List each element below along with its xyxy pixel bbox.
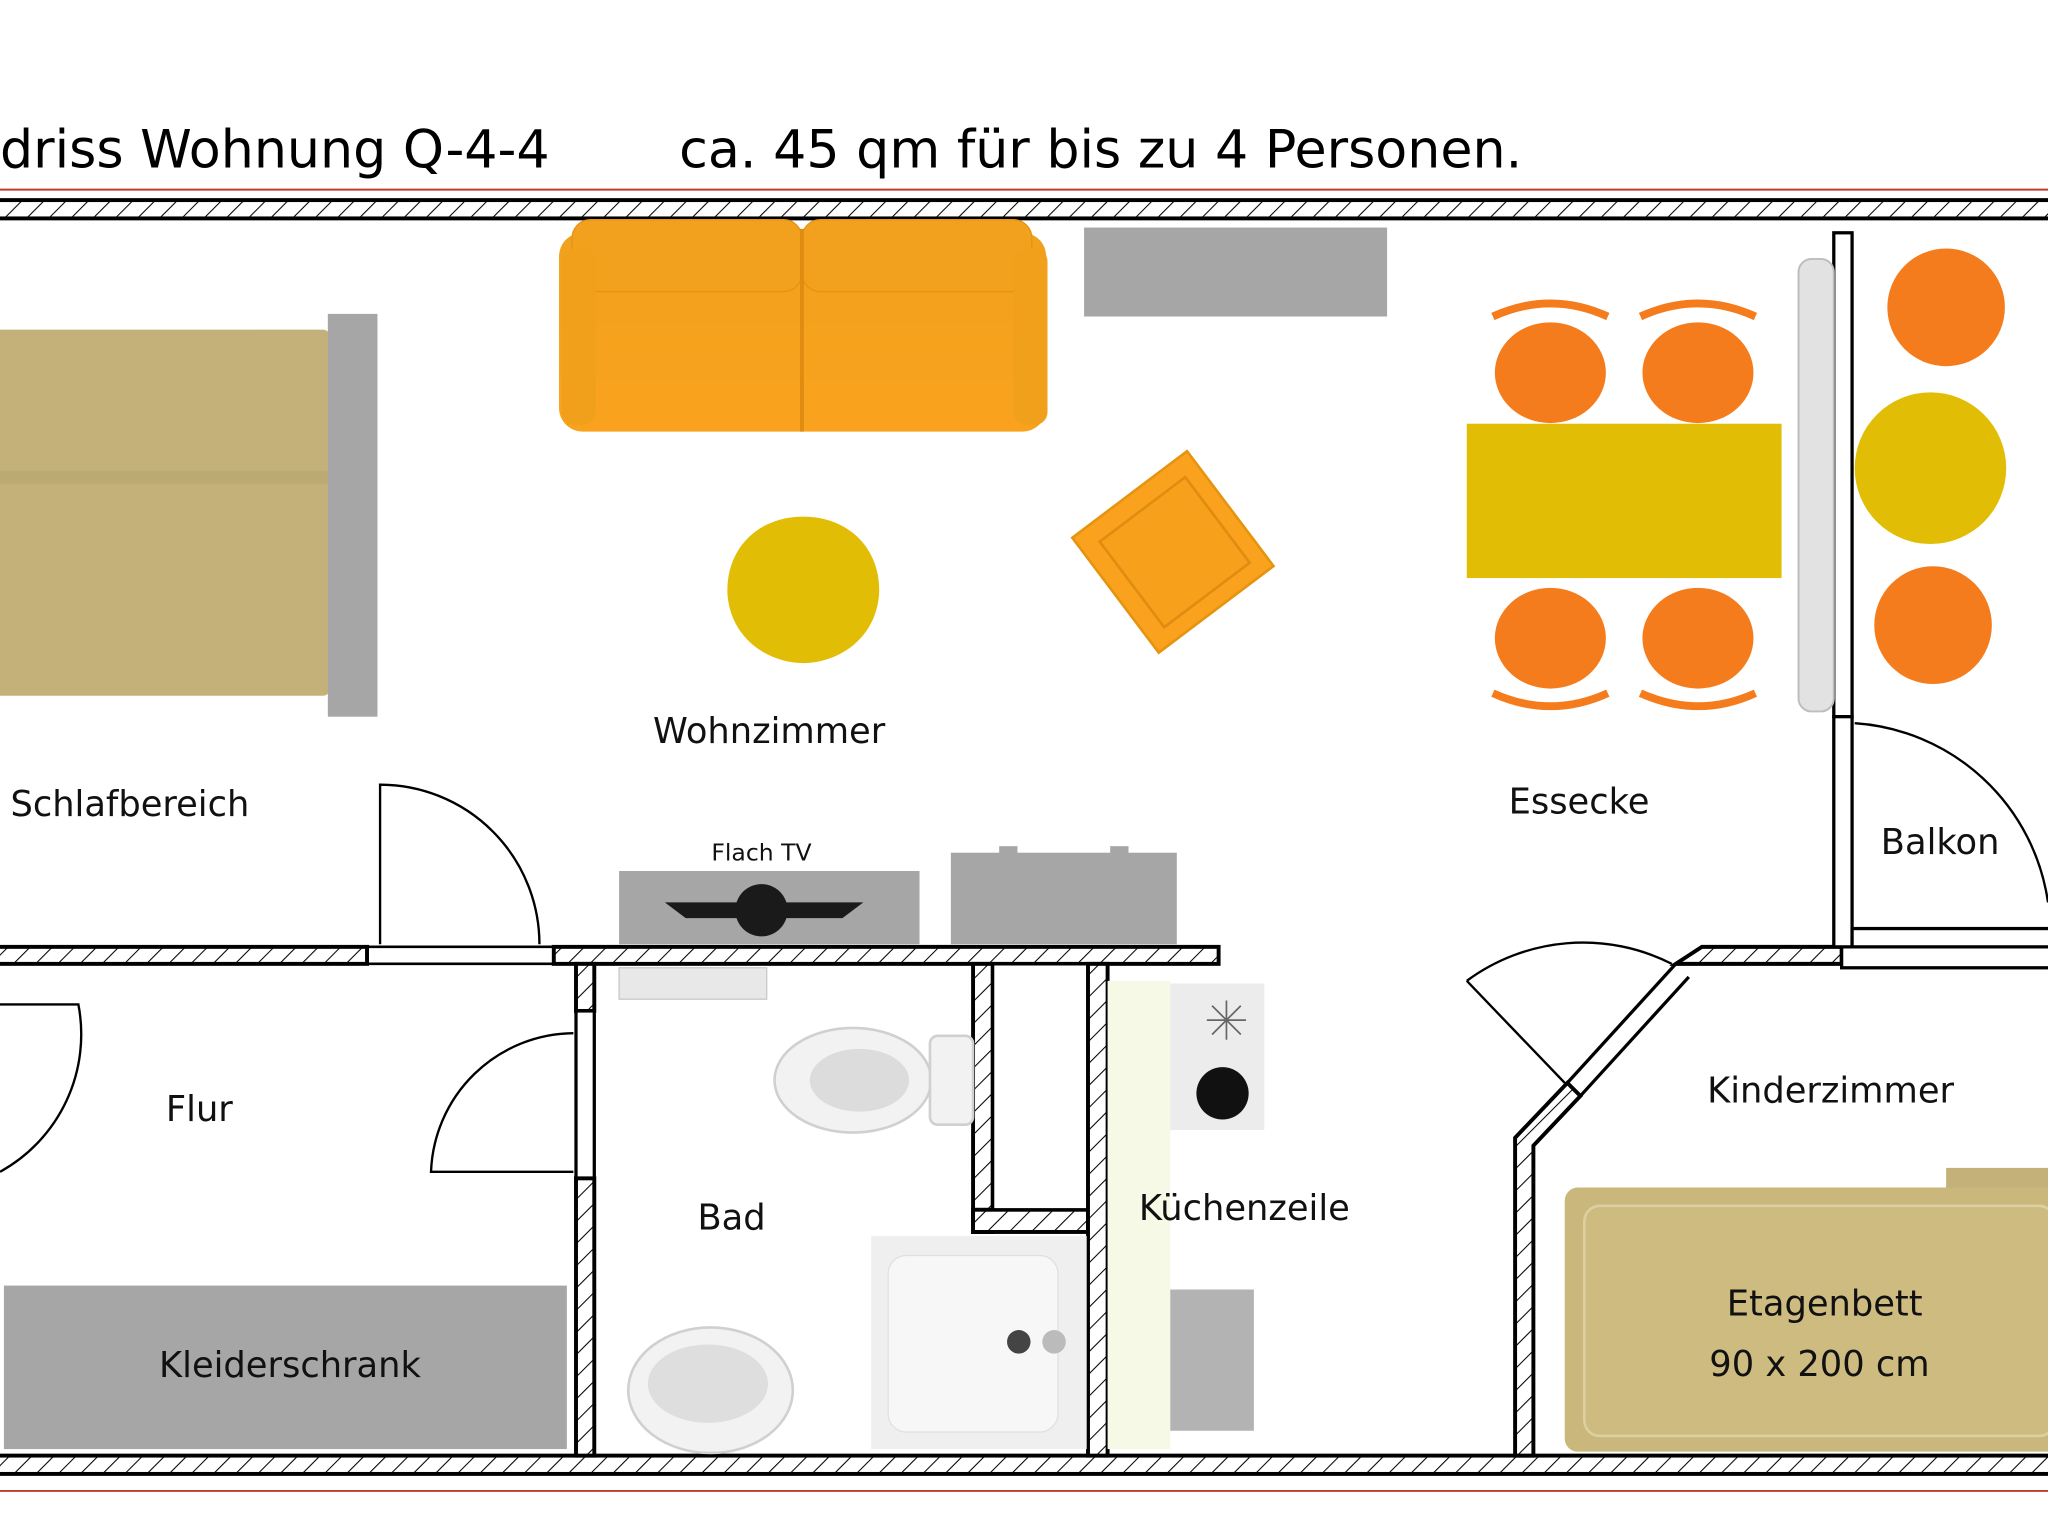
coffee-table	[727, 516, 880, 664]
wall-kinderzimmer-top-right	[1839, 945, 2048, 970]
bunkbed-size: 90 x 200 cm	[1709, 1344, 1929, 1385]
plan-subtitle: ca. 45 qm für bis zu 4 Personen.	[679, 119, 1522, 180]
sink	[626, 1326, 795, 1455]
room-label-flur: Flur	[166, 1089, 233, 1130]
double-bed	[0, 329, 331, 696]
door-bad[interactable]	[429, 1032, 574, 1173]
bunk-bed	[1564, 1187, 2048, 1452]
balkon-chair	[1874, 566, 1992, 684]
door-kinderzimmer[interactable]	[1465, 941, 1673, 1084]
tv-icon	[664, 884, 864, 937]
dining-chairs	[1491, 299, 1758, 711]
sideboard-2	[950, 852, 1177, 945]
wall-bottom	[0, 1453, 2048, 1476]
wall-top	[0, 198, 2048, 221]
balkon-door-threshold	[1850, 926, 2048, 949]
wall-flur-bad-top	[574, 961, 597, 1013]
sofa	[559, 219, 1048, 432]
door-entrance[interactable]	[0, 1003, 83, 1173]
chair	[1494, 322, 1606, 424]
kitchen-counter	[1107, 980, 1265, 1450]
wall-balkon-window	[1832, 231, 1854, 719]
room-label-schlafbereich: Schlafbereich	[10, 784, 249, 825]
door-schlafbereich[interactable]	[378, 783, 541, 945]
armchair	[1070, 449, 1276, 655]
cooktop-small-burner-icon	[1206, 1000, 1247, 1040]
wall-flur-bad-bottom	[574, 1176, 597, 1458]
room-label-essecke: Essecke	[1509, 781, 1650, 822]
shaft	[991, 962, 1090, 1212]
wardrobe-label: Kleiderschrank	[159, 1345, 421, 1386]
tv-label: Flach TV	[711, 839, 811, 867]
chair	[1642, 322, 1754, 424]
wall-mid-center	[551, 944, 1221, 966]
wall-bad-right-lower-h	[971, 1207, 1090, 1234]
balkon-table	[1854, 392, 2007, 545]
bunkbed-label: Etagenbett	[1727, 1284, 1923, 1325]
shower	[871, 1235, 1087, 1450]
wall-shaft-right	[1086, 961, 1110, 1458]
room-label-wohnzimmer: Wohnzimmer	[653, 711, 886, 752]
wall-kinderzimmer-top	[1669, 944, 1844, 966]
wall-flur-bad-door	[574, 1009, 596, 1180]
door-balkon[interactable]	[1854, 722, 2048, 903]
chair	[1494, 587, 1606, 689]
room-label-kinderzimmer: Kinderzimmer	[1707, 1070, 1954, 1111]
wall-bad-right-upper	[971, 961, 995, 1234]
bed-headboard	[327, 313, 378, 717]
bad-radiator	[618, 967, 768, 1000]
toilet	[773, 1026, 975, 1134]
sideboard	[1084, 227, 1388, 317]
radiator	[1797, 257, 1835, 713]
wall-balkon-door-jamb	[1832, 715, 1854, 949]
wardrobe	[3, 1285, 567, 1450]
kitchen-sink	[1170, 1289, 1254, 1431]
balkon-chair	[1887, 248, 2005, 367]
plan-title: driss Wohnung Q-4-4	[0, 119, 550, 180]
room-label-bad: Bad	[697, 1197, 765, 1238]
wall-mid-left	[0, 944, 369, 966]
room-label-balkon: Balkon	[1881, 822, 2000, 863]
room-label-kuechenzeile: Küchenzeile	[1139, 1188, 1350, 1229]
cooktop-burner-icon	[1196, 1067, 1249, 1120]
chair	[1642, 587, 1754, 689]
dining-table	[1466, 423, 1782, 579]
